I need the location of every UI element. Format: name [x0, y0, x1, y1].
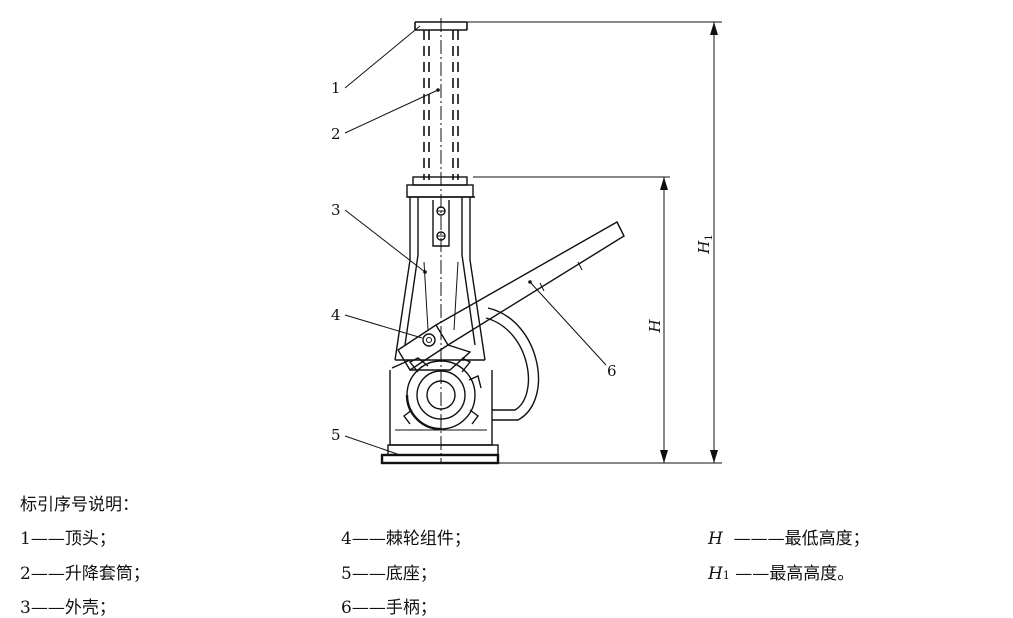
callout-1: 1 [331, 79, 341, 97]
callout-3: 3 [331, 201, 341, 219]
dim-label-h: H [646, 319, 664, 334]
gear-box [389, 357, 493, 446]
dimension-lines [467, 21, 722, 464]
legend-item-dash: —— [30, 598, 65, 618]
dim-label-h1: H1 [695, 234, 715, 254]
legend-item-text: 升降套筒； [64, 564, 150, 584]
legend-dim-text: 最高高度。 [769, 564, 855, 584]
dim-h1-subscript: 1 [704, 234, 715, 240]
legend-item-dash: —— [351, 598, 386, 618]
leader-lines [344, 25, 607, 456]
top-head [406, 176, 474, 198]
legend-item-3: 3——外壳； [20, 593, 116, 618]
ratchet-assembly [397, 324, 472, 371]
legend-item-text: 底座； [385, 564, 437, 584]
legend-dim-dash: —— [735, 564, 770, 584]
legend-dim-symbol: H [708, 529, 723, 549]
legend-item-number: 1 [20, 529, 31, 549]
legend-item-dash: —— [351, 529, 386, 549]
callout-6: 6 [607, 362, 617, 380]
base [380, 444, 500, 465]
callout-5: 5 [331, 426, 341, 444]
legend-item-number: 6 [341, 598, 352, 618]
legend-dim-h1: H1 ——最高高度。 [708, 559, 854, 584]
legend-item-text: 顶头； [64, 529, 116, 549]
housing [394, 196, 486, 361]
legend-item-text: 棘轮组件； [385, 529, 471, 549]
dim-h1-symbol: H [695, 240, 713, 255]
legend-dim-text: 最低高度； [784, 529, 870, 549]
legend-item-number: 5 [341, 564, 352, 584]
legend-item-number: 4 [341, 529, 352, 549]
legend-item-dash: —— [30, 529, 65, 549]
handle [435, 221, 625, 421]
legend-dim-subscript: 1 [722, 569, 730, 582]
legend-item-text: 手柄； [385, 598, 437, 618]
legend-dim-dash: ——— [733, 529, 785, 549]
dim-h-symbol: H [646, 319, 664, 334]
legend-item-6: 6——手柄； [341, 593, 437, 618]
legend-dim-symbol: H [708, 564, 723, 584]
legend-dim-h: H ———最低高度； [708, 524, 870, 549]
legend-item-number: 3 [20, 598, 31, 618]
legend-item-5: 5——底座； [341, 559, 437, 584]
legend-item-number: 2 [20, 564, 31, 584]
legend-item-text: 外壳； [64, 598, 116, 618]
legend-item-dash: —— [351, 564, 386, 584]
legend-title: 标引序号说明： [20, 495, 139, 515]
callout-4: 4 [331, 306, 341, 324]
legend-item-4: 4——棘轮组件； [341, 524, 471, 549]
legend-item-2: 2——升降套筒； [20, 559, 150, 584]
legend-item-1: 1——顶头； [20, 524, 116, 549]
lifting-sleeve-extended [423, 30, 459, 180]
legend-item-dash: —— [30, 564, 65, 584]
callout-2: 2 [331, 125, 341, 143]
jack-drawing: 1 2 3 4 5 6 H H1 [331, 18, 722, 465]
